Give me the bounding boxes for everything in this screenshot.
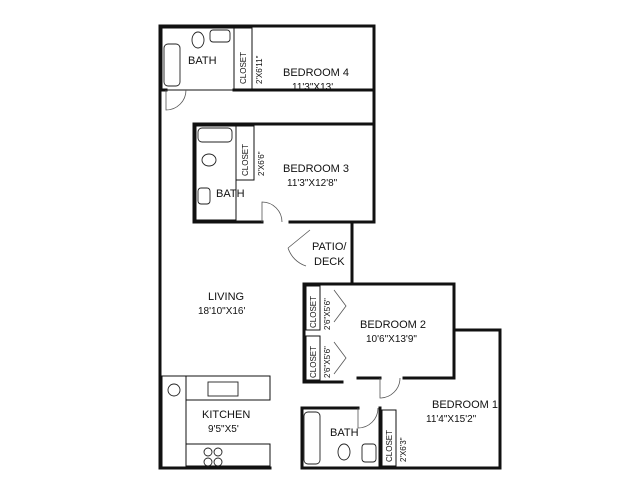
appliance-icon (167, 383, 181, 397)
bedroom4-dims: 11'3"X13' (292, 82, 333, 93)
patio-label-2: DECK (314, 256, 345, 268)
door-bath-bottom (357, 407, 379, 429)
kitchen-sink (207, 381, 239, 397)
closet3-label: CLOSET (241, 144, 250, 176)
sink-top (209, 29, 231, 43)
bathtub-mid (197, 127, 233, 143)
toilet-mid (201, 153, 217, 167)
closet4-dims: 2'X6'11" (255, 55, 264, 84)
patio-deck: PATIO/ DECK (287, 229, 347, 268)
closet4-label: CLOSET (239, 52, 248, 84)
stove-icon (203, 457, 213, 467)
stove-icon (213, 457, 223, 467)
bedroom3-name: BEDROOM 3 (283, 163, 349, 175)
door-bedroom2 (379, 377, 401, 399)
room-living: LIVING 18'10"X16' (198, 291, 245, 317)
bedroom1-name: BEDROOM 1 (432, 399, 498, 411)
closet3-dims: 2'X6'6" (257, 151, 266, 176)
stove-icon (213, 447, 223, 457)
closet-bedroom4: CLOSET 2'X6'11" (233, 27, 264, 91)
bath-bottom-label: BATH (330, 427, 359, 439)
closet-door (333, 341, 347, 375)
bedroom4-name: BEDROOM 4 (283, 67, 349, 79)
closet1-dims: 2'X6'3" (399, 437, 408, 462)
stove-icon (203, 447, 213, 457)
kitchen-name: KITCHEN (202, 409, 250, 421)
bedroom2-dims: 10'6"X13'9" (366, 334, 417, 345)
toilet-top (191, 31, 205, 49)
kitchen-counter-bottom (185, 443, 271, 467)
sink-mid (197, 187, 211, 205)
sink-bottom (361, 443, 377, 463)
walls (158, 24, 502, 470)
bathtub-top (163, 43, 181, 87)
kitchen-counter-side (161, 375, 187, 469)
closet2b-dims: 2'6"X5'6" (323, 346, 332, 378)
closet2a-label: CLOSET (309, 296, 318, 328)
room-bedroom1: BEDROOM 1 11'4"X15'2" (426, 399, 498, 425)
door-bedroom4 (165, 89, 187, 111)
door-bedroom3 (261, 201, 283, 223)
living-name: LIVING (208, 291, 244, 303)
bath-mid: BATH (195, 125, 245, 221)
door-patio (287, 229, 311, 267)
closet2b-label: CLOSET (309, 346, 318, 378)
kitchen-dims: 9'5"X5' (208, 424, 239, 435)
closet-bedroom3: CLOSET 2'X6'6" (235, 125, 266, 181)
closets-bedroom2: CLOSET 2'6"X5'6" CLOSET 2'6"X5'6" (305, 285, 347, 381)
closet2a-dims: 2'6"X5'6" (323, 298, 332, 330)
room-bedroom2: BEDROOM 2 10'6"X13'9" (360, 319, 426, 399)
bedroom2-name: BEDROOM 2 (360, 319, 426, 331)
bedroom1-dims: 11'4"X15'2" (426, 414, 477, 425)
bedroom3-dims: 11'3"X12'8" (287, 178, 338, 189)
closet1-label: CLOSET (385, 430, 394, 462)
bath-bottom: BATH (303, 407, 379, 465)
room-kitchen: KITCHEN 9'5"X5' (161, 375, 271, 469)
patio-label-1: PATIO/ (312, 241, 347, 253)
bathtub-bottom (303, 411, 321, 465)
room-bedroom3: BEDROOM 3 11'3"X12'8" (261, 163, 349, 223)
bath-top: BATH (161, 27, 235, 91)
living-dims: 18'10"X16' (198, 306, 245, 317)
bath-top-label: BATH (188, 55, 217, 67)
room-bedroom4: BEDROOM 4 11'3"X13' (165, 67, 349, 111)
closet-bedroom1: CLOSET 2'X6'3" (381, 409, 408, 467)
toilet-bottom (337, 443, 351, 461)
closet-door (333, 289, 347, 323)
bath-mid-label: BATH (216, 188, 245, 200)
